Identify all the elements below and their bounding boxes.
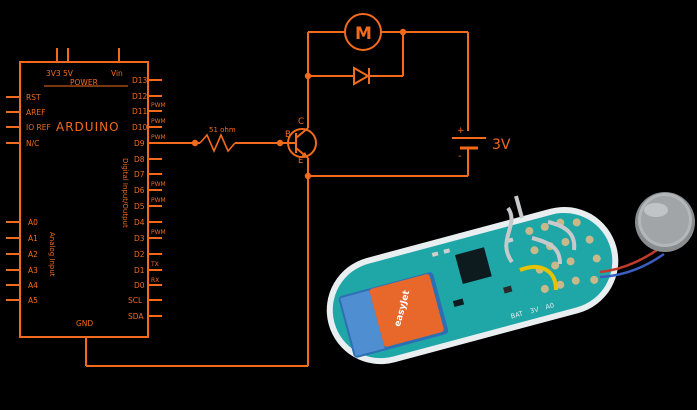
analog-input-label: Analog Input [48, 232, 56, 277]
pin-d1: D1 [134, 266, 145, 275]
tx-label: TX [150, 261, 159, 268]
pin-d3: D3 [134, 234, 145, 243]
arduino-board [6, 48, 162, 338]
digital-io-label: Digital Input/Output [121, 158, 129, 228]
pwm-d3: PWM [151, 229, 166, 236]
pwm-d11: PWM [151, 102, 166, 109]
pin-d5: D5 [134, 202, 145, 211]
pin-scl: SCL [128, 296, 143, 305]
pwm-d10: PWM [151, 118, 166, 125]
pcb-pin-bat: BAT [510, 310, 524, 321]
power-pin-vin: Vin [111, 69, 123, 78]
pwm-d6: PWM [151, 181, 166, 188]
pin-d10: D10 [132, 123, 148, 132]
arduino-labels: 3V3 5V Vin POWER RST AREF IO REF N/C ARD… [26, 69, 166, 328]
pwm-d9: PWM [151, 134, 166, 141]
power-pin-3v3: 3V3 [46, 69, 61, 78]
pin-a3: A3 [28, 266, 38, 275]
junction-dots [191, 28, 407, 180]
pwm-d5: PWM [151, 197, 166, 204]
pin-a4: A4 [28, 281, 38, 290]
pcb-pin-a0: A0 [545, 301, 555, 311]
pin-a5: A5 [28, 296, 38, 305]
pin-d7: D7 [134, 170, 145, 179]
power-pin-5v: 5V [63, 69, 74, 78]
pin-a0: A0 [28, 218, 38, 227]
circuit-labels: M 51 ohm B C E + - 3V [209, 24, 511, 166]
power-label: POWER [70, 78, 98, 87]
transistor-emitter-label: E [298, 156, 303, 166]
gnd-label: GND [76, 319, 93, 328]
pcb-pin-3v: 3V [529, 305, 540, 315]
rx-label: RX [151, 277, 159, 284]
resistor-label: 51 ohm [209, 126, 236, 134]
pin-d4: D4 [134, 218, 145, 227]
battery-plus: + [457, 126, 465, 136]
pin-nc: N/C [26, 139, 39, 148]
battery-minus: - [458, 151, 462, 162]
pcb-board-photo: easyJet BAT 3V A0 [326, 195, 619, 365]
battery-label: 3V [492, 137, 511, 153]
transistor-collector-label: C [298, 117, 304, 127]
left-pin-stubs [6, 96, 20, 301]
pin-aref: AREF [26, 108, 45, 117]
pin-d2: D2 [134, 250, 145, 259]
vibration-motor-photo [599, 192, 695, 279]
pin-d0: D0 [134, 281, 145, 290]
board-title: ARDUINO [56, 120, 120, 134]
transistor-base-label: B [285, 130, 291, 140]
pin-d9: D9 [134, 139, 145, 148]
digital-pin-stubs [148, 79, 162, 317]
pin-a2: A2 [28, 250, 38, 259]
pin-a1: A1 [28, 234, 38, 243]
pin-d6: D6 [134, 186, 145, 195]
pin-d13: D13 [132, 76, 148, 85]
diode-symbol [353, 66, 371, 86]
pin-d11: D11 [132, 107, 148, 116]
pin-d12: D12 [132, 92, 148, 101]
pin-rst: RST [26, 93, 41, 102]
motor-label: M [355, 24, 372, 44]
pin-sda: SDA [128, 312, 144, 321]
pin-d8: D8 [134, 155, 145, 164]
pwm-labels: PWM PWM PWM PWM PWM PWM TX RX [150, 102, 166, 284]
pin-ioref: IO REF [26, 123, 51, 132]
